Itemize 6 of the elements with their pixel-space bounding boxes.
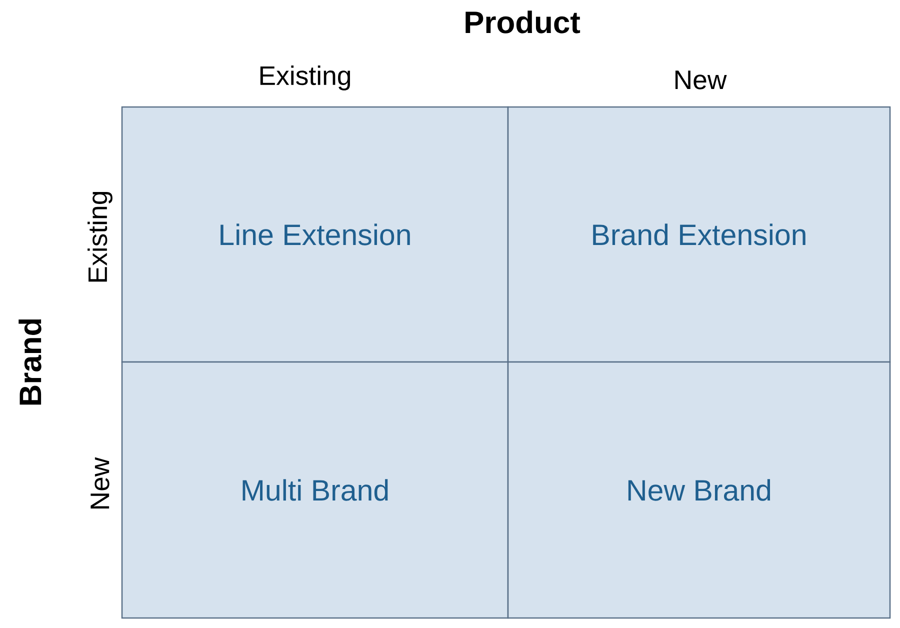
axis-title: Product (466, 10, 580, 34)
axis-title: Brand (18, 319, 42, 405)
quadrant-box: New Brand (507, 361, 891, 619)
quadrant-box: Multi Brand (121, 361, 509, 619)
quadrant-box: Line Extension (121, 106, 509, 363)
quadrant-box: Brand Extension (507, 106, 891, 363)
